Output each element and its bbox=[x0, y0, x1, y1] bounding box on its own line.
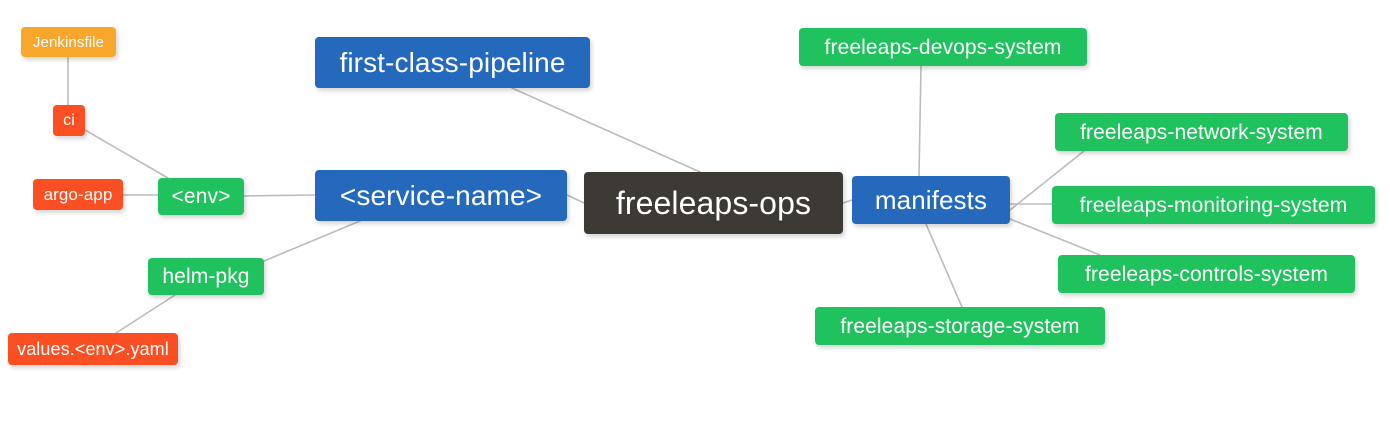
node-label: freeleaps-network-system bbox=[1080, 120, 1323, 144]
mindmap-node-freeleaps-storage-system[interactable]: freeleaps-storage-system bbox=[815, 307, 1105, 345]
node-label: <env> bbox=[171, 185, 231, 208]
mindmap-node-freeleaps-monitoring-system[interactable]: freeleaps-monitoring-system bbox=[1052, 186, 1375, 224]
edge-service-name-to-helm-pkg bbox=[263, 220, 361, 262]
node-label: argo-app bbox=[43, 185, 113, 204]
mindmap-node-freeleaps-network-system[interactable]: freeleaps-network-system bbox=[1055, 113, 1348, 151]
mindmap-node-manifests[interactable]: manifests bbox=[852, 176, 1010, 224]
node-label: freeleaps-storage-system bbox=[840, 314, 1080, 338]
edge-manifests-to-freeleaps-storage-system bbox=[925, 223, 963, 308]
node-label: <service-name> bbox=[339, 179, 543, 211]
edge-manifests-to-freeleaps-controls-system bbox=[1009, 218, 1101, 256]
mindmap-node-env[interactable]: <env> bbox=[158, 178, 244, 215]
mindmap-node-jenkinsfile[interactable]: Jenkinsfile bbox=[21, 27, 116, 57]
node-label: freeleaps-devops-system bbox=[824, 35, 1062, 59]
node-label: values.<env>.yaml bbox=[17, 339, 169, 359]
mindmap-node-first-class-pipeline[interactable]: first-class-pipeline bbox=[315, 37, 590, 88]
node-label: first-class-pipeline bbox=[339, 46, 566, 78]
mindmap-node-freeleaps-ops[interactable]: freeleaps-ops bbox=[584, 172, 843, 234]
edge-freeleaps-ops-to-first-class-pipeline bbox=[511, 87, 701, 173]
mindmap-node-values-env-yaml[interactable]: values.<env>.yaml bbox=[8, 333, 178, 365]
mindmap-node-freeleaps-controls-system[interactable]: freeleaps-controls-system bbox=[1058, 255, 1355, 293]
node-label: helm-pkg bbox=[162, 265, 250, 288]
mindmap-node-argo-app[interactable]: argo-app bbox=[33, 179, 123, 210]
node-label: manifests bbox=[874, 185, 988, 215]
mindmap-node-freeleaps-devops-system[interactable]: freeleaps-devops-system bbox=[799, 28, 1087, 66]
edge-freeleaps-ops-to-manifests bbox=[842, 199, 853, 204]
edge-helm-pkg-to-values-env-yaml bbox=[115, 294, 176, 334]
node-label: freeleaps-controls-system bbox=[1085, 262, 1328, 286]
node-label: Jenkinsfile bbox=[32, 33, 105, 51]
edge-manifests-to-freeleaps-devops-system bbox=[918, 65, 922, 177]
mindmap-node-helm-pkg[interactable]: helm-pkg bbox=[148, 258, 264, 295]
node-label: ci bbox=[63, 111, 75, 129]
mindmap-node-ci[interactable]: ci bbox=[53, 105, 85, 136]
mindmap-node-service-name[interactable]: <service-name> bbox=[315, 170, 567, 221]
edge-service-name-to-env bbox=[243, 194, 316, 197]
edge-env-to-ci bbox=[84, 129, 169, 179]
edge-freeleaps-ops-to-service-name bbox=[566, 194, 585, 204]
node-label: freeleaps-ops bbox=[615, 185, 812, 221]
node-label: freeleaps-monitoring-system bbox=[1079, 193, 1348, 217]
